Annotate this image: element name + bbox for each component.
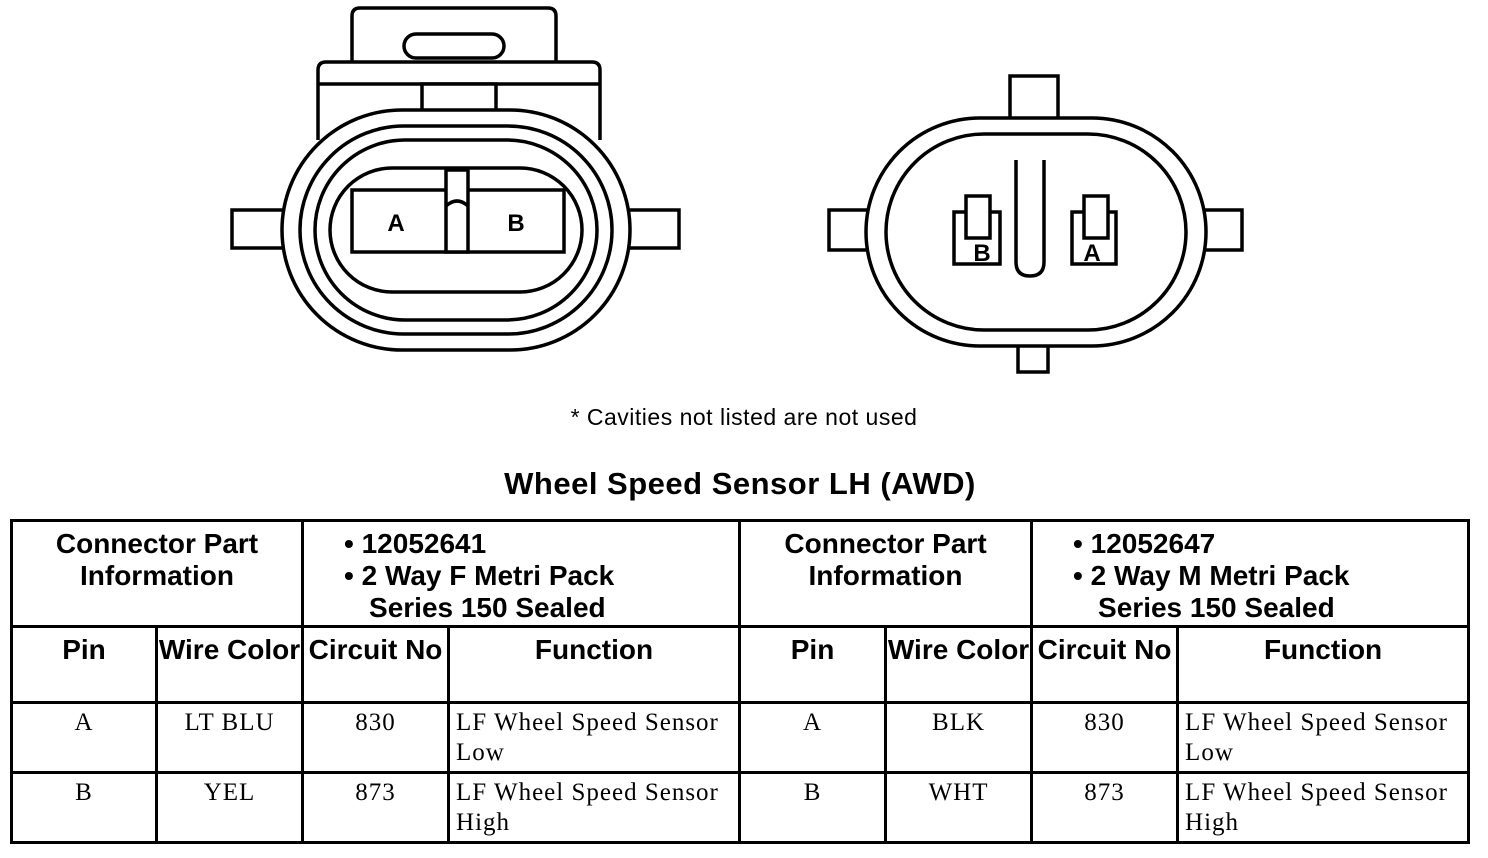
right-pin: A	[738, 701, 888, 774]
table-row: A LT BLU 830 LF Wheel Speed Sensor Low A…	[10, 701, 1471, 774]
left-part-info-label: Connector Part Information	[9, 519, 305, 628]
column-header-row: Pin Wire Color Circuit No Function Pin W…	[10, 625, 1471, 704]
header-function: Function	[1176, 625, 1471, 704]
header-wire-color: Wire Color	[154, 625, 305, 704]
right-wire-color: BLK	[884, 701, 1034, 774]
right-function: LF Wheel Speed Sensor High	[1176, 771, 1471, 844]
left-pin: B	[10, 771, 158, 844]
right-pin: B	[738, 771, 888, 844]
table-title: Wheel Speed Sensor LH (AWD)	[504, 466, 976, 501]
right-cavity-a-label: A	[1083, 240, 1100, 267]
header-circuit-no: Circuit No	[1030, 625, 1180, 704]
left-circuit: 873	[301, 771, 451, 844]
header-circuit-no: Circuit No	[301, 625, 451, 704]
left-pin: A	[10, 701, 158, 774]
header-pin: Pin	[738, 625, 888, 704]
left-cavity-a-label: A	[387, 210, 404, 237]
left-wire-color: LT BLU	[154, 701, 305, 774]
right-wire-color: WHT	[884, 771, 1034, 844]
connector-diagram: A B B A	[230, 6, 1244, 374]
unused-cavities-note: * Cavities not listed are not used	[570, 404, 918, 430]
right-part-number: • 12052647	[1073, 528, 1216, 559]
right-part-info: • 12052647 • 2 Way M Metri Pack Series 1…	[1030, 519, 1471, 628]
table-row: B YEL 873 LF Wheel Speed Sensor High B W…	[10, 771, 1471, 844]
left-cavity-b-label: B	[507, 210, 524, 237]
header-function: Function	[447, 625, 742, 704]
header-pin: Pin	[10, 625, 158, 704]
header-wire-color: Wire Color	[884, 625, 1034, 704]
right-circuit: 830	[1030, 701, 1180, 774]
male-connector	[827, 74, 1244, 374]
right-circuit: 873	[1030, 771, 1180, 844]
right-part-info-label: Connector Part Information	[738, 519, 1034, 628]
left-function: LF Wheel Speed Sensor High	[447, 771, 742, 844]
part-info-row: Connector Part Information • 12052641 • …	[9, 519, 1471, 628]
pinout-table: Connector Part Information • 12052641 • …	[9, 519, 1471, 844]
right-part-type: • 2 Way M Metri Pack	[1073, 560, 1350, 591]
right-function: LF Wheel Speed Sensor Low	[1176, 701, 1471, 774]
left-part-info: • 12052641 • 2 Way F Metri Pack Series 1…	[301, 519, 742, 628]
left-part-number: • 12052641	[344, 528, 487, 559]
right-cavity-b-label: B	[973, 240, 990, 267]
right-part-series: Series 150 Sealed	[1098, 592, 1335, 623]
left-part-series: Series 150 Sealed	[369, 592, 606, 623]
left-function: LF Wheel Speed Sensor Low	[447, 701, 742, 774]
left-wire-color: YEL	[154, 771, 305, 844]
left-circuit: 830	[301, 701, 451, 774]
female-connector	[230, 6, 681, 352]
left-part-type: • 2 Way F Metri Pack	[344, 560, 615, 591]
